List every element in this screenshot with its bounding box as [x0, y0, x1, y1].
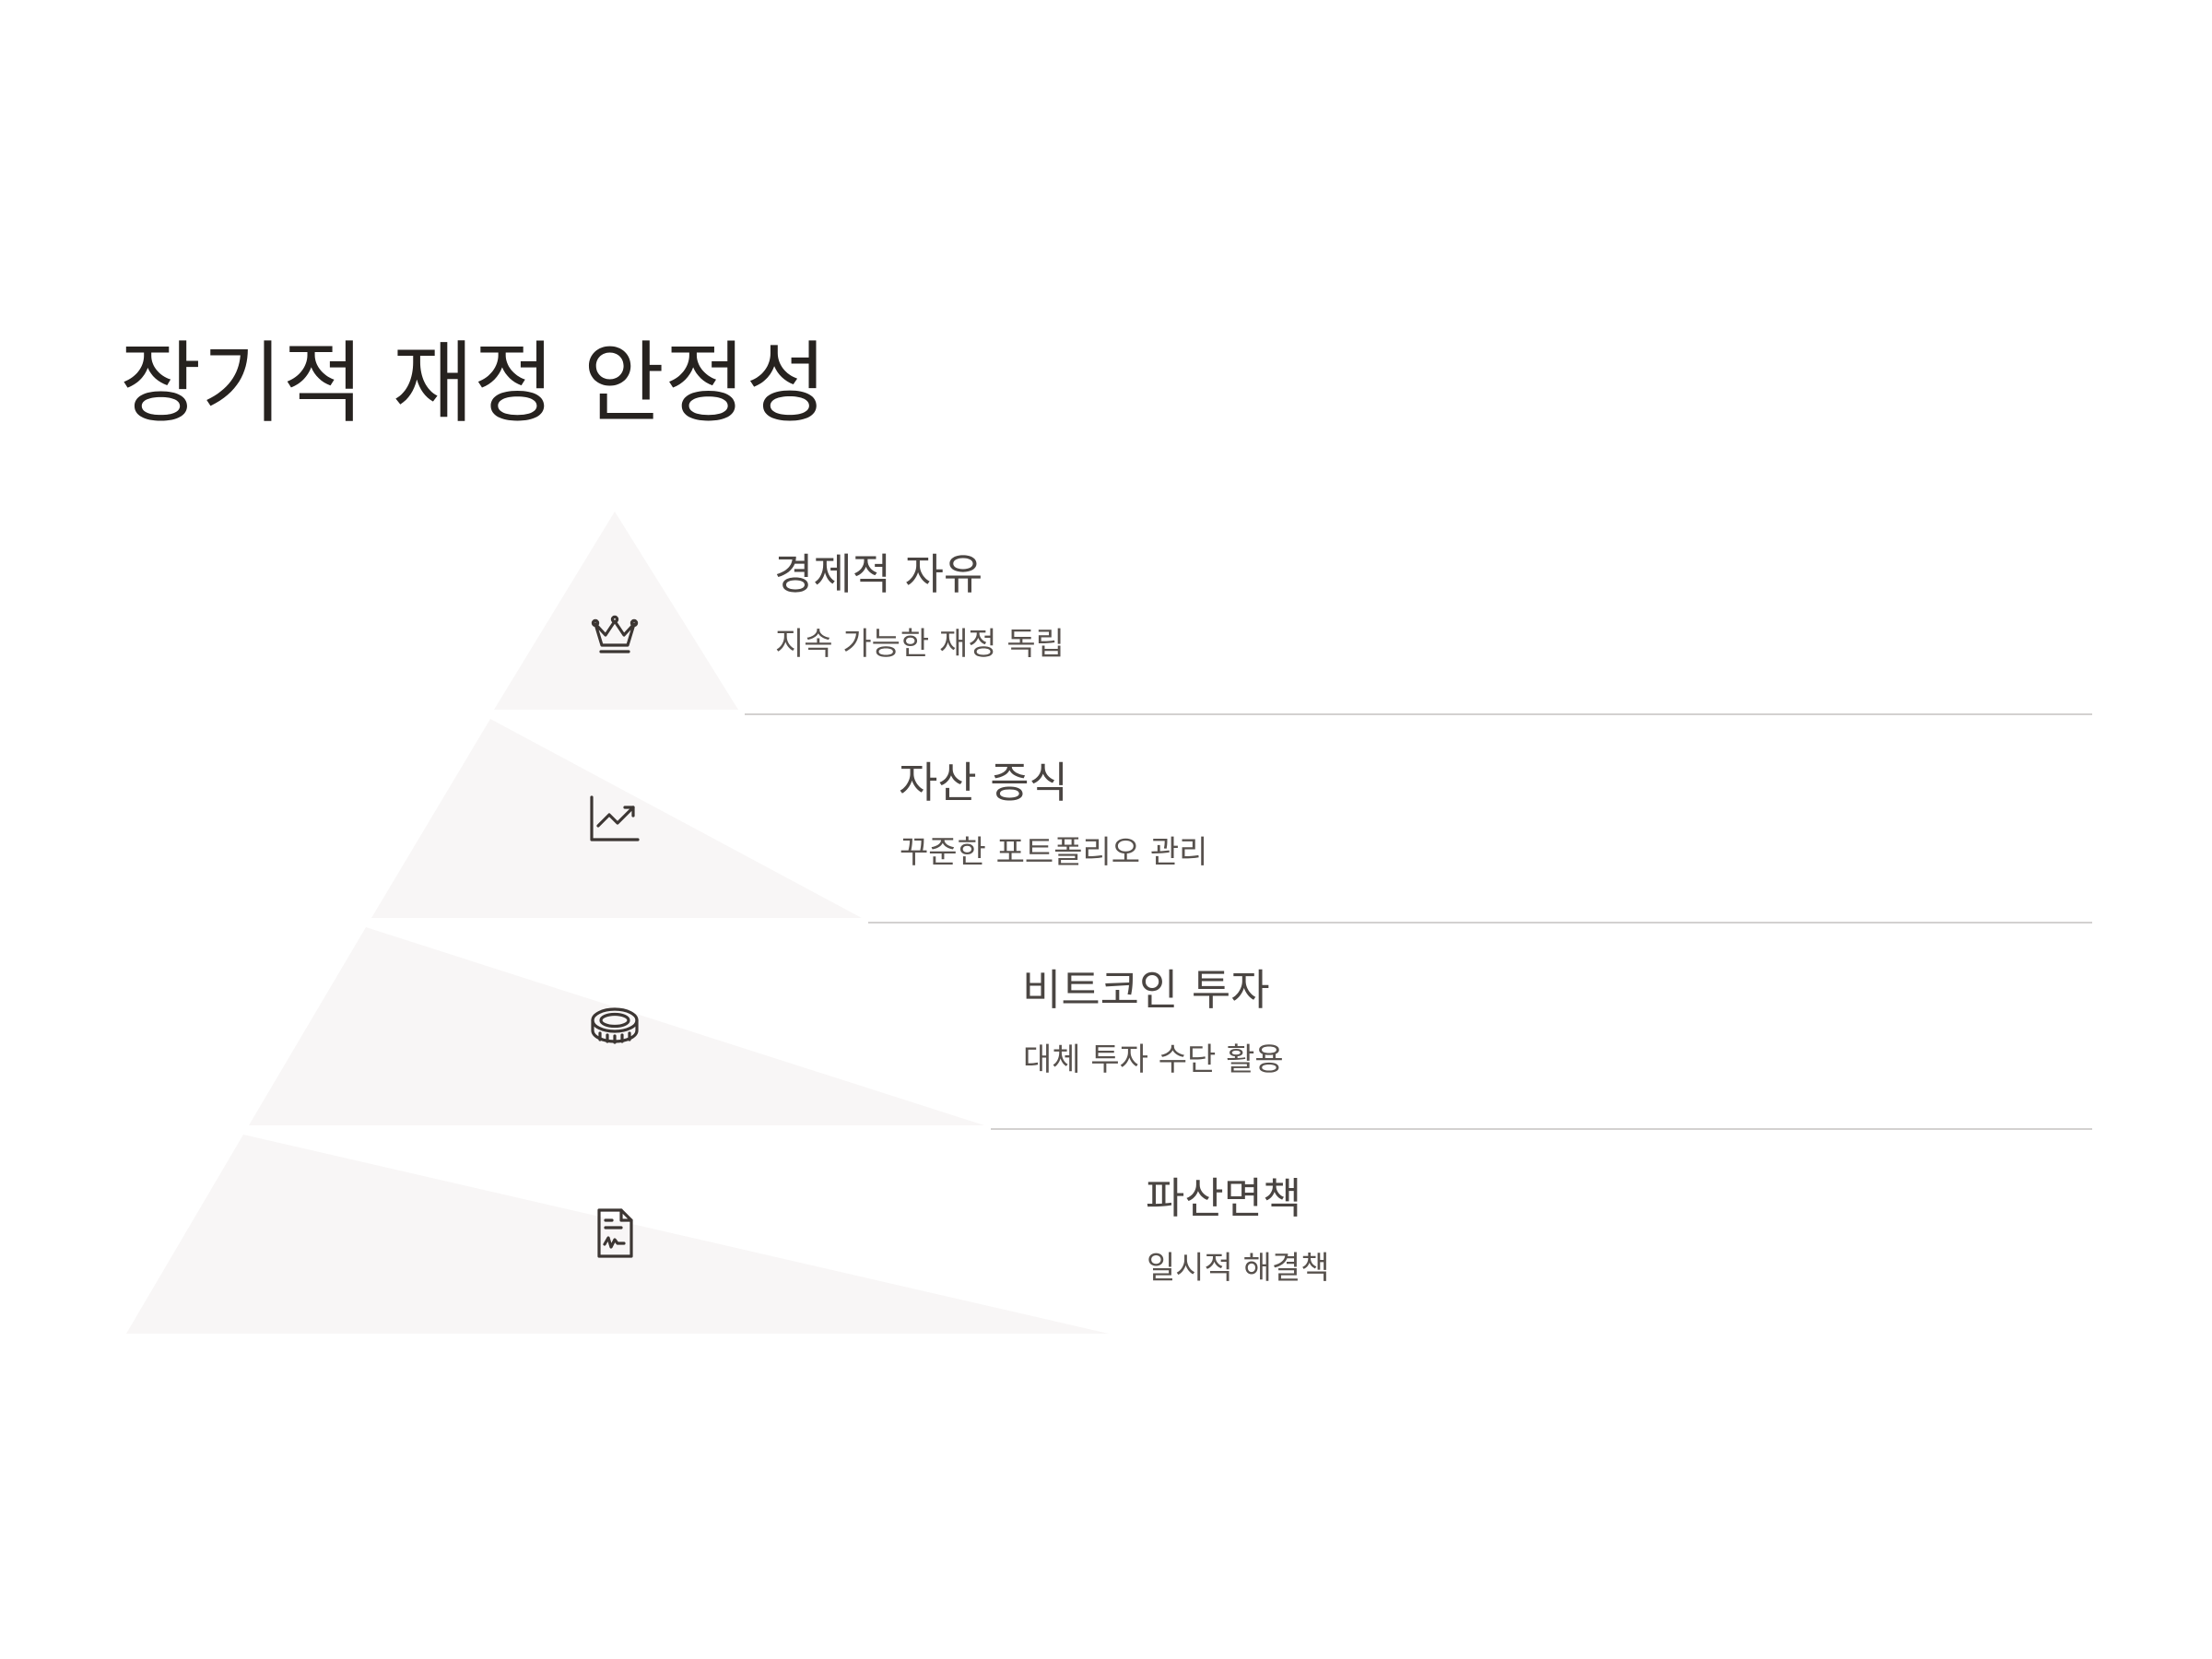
coin-icon [591, 1007, 639, 1044]
chart-trend-up-icon [590, 795, 640, 841]
level-title-4: 파산면책 [1146, 1173, 1302, 1223]
crown-icon [591, 615, 639, 653]
page-title: 장기적 재정 안정성 [120, 332, 828, 435]
pyramid-tier-4 [126, 1135, 1109, 1334]
level-subtitle-4: 일시적 해결책 [1147, 1250, 1330, 1287]
level-subtitle-1: 지속 가능한 재정 독립 [775, 626, 1065, 663]
level-title-1: 경제적 자유 [774, 549, 983, 599]
level-title-2: 자산 증식 [899, 758, 1068, 807]
level-subtitle-3: 대체 투자 수단 활용 [1023, 1041, 1284, 1078]
pyramid-tier-2 [371, 719, 862, 918]
level-subtitle-2: 꾸준한 포트폴리오 관리 [900, 834, 1208, 871]
pyramid-tier-1 [494, 512, 738, 710]
level-title-3: 비트코인 투자 [1022, 965, 1270, 1015]
document-signature-icon [597, 1208, 633, 1258]
